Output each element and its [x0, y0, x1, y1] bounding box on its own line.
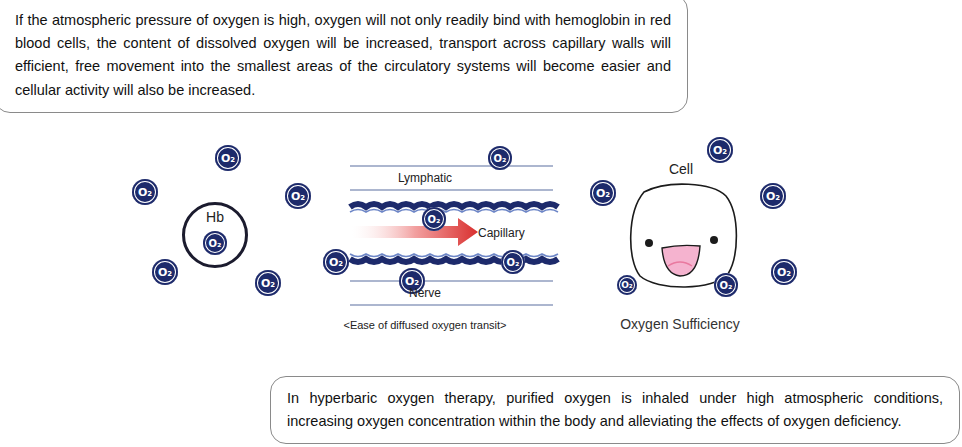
lymphatic-band: [350, 166, 553, 190]
capillary-wall: [350, 204, 558, 207]
oxygen-symbol: O₂: [221, 152, 235, 165]
oxygen-symbol: O₂: [428, 214, 441, 225]
oxygen-molecule: O₂: [203, 231, 227, 255]
oxygen-molecule: O₂: [771, 259, 797, 285]
oxygen-symbol: O₂: [494, 153, 507, 164]
cell-outline: [622, 158, 740, 292]
region-label: Capillary: [478, 226, 525, 240]
oxygen-symbol: O₂: [720, 280, 733, 291]
capillary-wall-lining: [350, 254, 558, 257]
oxygen-symbol: O₂: [507, 257, 520, 268]
capillary-wall: [350, 259, 558, 262]
oxygen-molecule: O₂: [617, 275, 637, 295]
oxygen-symbol: O₂: [621, 280, 633, 290]
oxygen-symbol: O₂: [766, 190, 780, 203]
oxygen-molecule: O₂: [707, 137, 733, 163]
oxygen-symbol: O₂: [138, 186, 152, 199]
oxygen-molecule: O₂: [285, 183, 311, 209]
oxygen-symbol: O₂: [596, 187, 610, 200]
oxygen-molecule: O₂: [501, 250, 525, 274]
text-panel: If the atmospheric pressure of oxygen is…: [0, 0, 688, 113]
region-label: Nerve: [409, 286, 441, 300]
oxygen-molecule: O₂: [215, 145, 241, 171]
oxygen-molecule: O₂: [132, 179, 158, 205]
hemoglobin-circle: HbO₂: [182, 202, 248, 268]
panel-text: If the atmospheric pressure of oxygen is…: [15, 9, 671, 102]
oxygen-symbol: O₂: [209, 238, 222, 249]
oxygen-symbol: O₂: [405, 275, 419, 288]
oxygen-symbol: O₂: [291, 190, 305, 203]
figure-caption: Oxygen Sufficiency: [620, 316, 740, 332]
oxygen-symbol: O₂: [261, 277, 275, 290]
figure-caption: <Ease of diffused oxygen transit>: [343, 319, 506, 331]
flow-arrow: [352, 218, 478, 246]
hemoglobin-label: Hb: [185, 209, 245, 225]
oxygen-molecule: O₂: [152, 259, 178, 285]
oxygen-molecule: O₂: [422, 207, 446, 231]
capillary-wall-lining: [350, 210, 558, 213]
text-panel: In hyperbaric oxygen therapy, purified o…: [270, 376, 960, 444]
oxygen-molecule: O₂: [323, 249, 349, 275]
oxygen-symbol: O₂: [158, 266, 172, 279]
region-label: Lymphatic: [398, 171, 452, 185]
oxygen-symbol: O₂: [777, 266, 791, 279]
oxygen-symbol: O₂: [329, 256, 343, 269]
oxygen-symbol: O₂: [713, 144, 727, 157]
oxygen-molecule: O₂: [760, 183, 786, 209]
cell-shape: Cell: [622, 158, 740, 292]
oxygen-molecule: O₂: [255, 270, 281, 296]
oxygen-molecule: O₂: [714, 273, 738, 297]
oxygen-molecule: O₂: [590, 180, 616, 206]
panel-text: In hyperbaric oxygen therapy, purified o…: [287, 387, 943, 433]
cell-label: Cell: [622, 158, 740, 180]
oxygen-molecule: O₂: [488, 146, 512, 170]
nerve-band: [350, 281, 553, 305]
